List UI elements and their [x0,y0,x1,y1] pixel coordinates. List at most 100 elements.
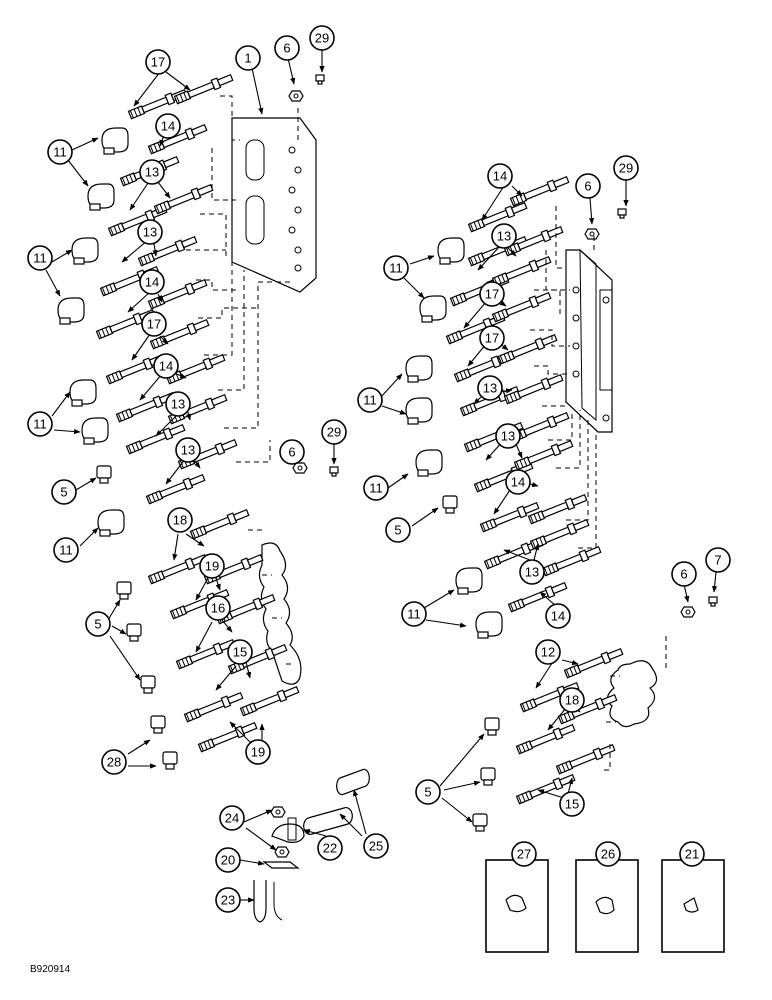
callouts: 17 1 6 29 14 11 13 13 11 14 17 14 11 13 … [27,25,731,913]
svg-text:13: 13 [145,165,159,180]
callout-12: 12 [535,639,561,665]
callout-11: 11 [53,537,79,563]
svg-text:13: 13 [483,381,497,396]
svg-text:19: 19 [251,745,265,760]
callout-14: 14 [545,603,571,629]
callout-11: 11 [357,387,383,413]
callout-23: 23 [215,887,241,913]
svg-text:29: 29 [327,425,341,440]
callout-21: 21 [679,841,705,867]
svg-text:11: 11 [363,393,377,408]
svg-text:13: 13 [501,429,515,444]
callout-17: 17 [479,325,505,351]
callout-17: 17 [479,281,505,307]
callout-29: 29 [613,155,639,181]
svg-text:19: 19 [205,559,219,574]
callout-15: 15 [227,639,253,665]
callout-13: 13 [175,437,201,463]
svg-text:13: 13 [181,443,195,458]
svg-text:15: 15 [565,797,579,812]
callout-19: 19 [245,739,271,765]
svg-text:11: 11 [33,417,47,432]
callout-14: 14 [487,163,513,189]
callout-1: 1 [235,45,261,71]
svg-text:7: 7 [714,553,721,568]
callout-14: 14 [139,269,165,295]
svg-text:6: 6 [288,445,295,460]
bracket-right [565,248,613,433]
svg-text:22: 22 [323,841,337,856]
svg-text:27: 27 [517,847,531,862]
callout-18: 18 [559,687,585,713]
drawing-number: B920914 [30,964,70,975]
svg-text:5: 5 [424,785,431,800]
callout-14: 14 [505,469,531,495]
right-assembly [405,174,718,832]
svg-text:17: 17 [485,331,499,346]
callout-17: 17 [145,49,171,75]
callout-11: 11 [363,475,389,501]
callout-29: 29 [309,25,335,51]
callout-13: 13 [165,391,191,417]
callout-18: 18 [167,507,193,533]
callout-11: 11 [401,601,427,627]
svg-text:14: 14 [511,475,525,490]
svg-text:26: 26 [601,847,615,862]
svg-text:14: 14 [161,119,175,134]
svg-text:6: 6 [680,567,687,582]
callout-6: 6 [575,173,601,199]
svg-text:11: 11 [59,543,73,558]
svg-text:14: 14 [493,169,507,184]
svg-text:15: 15 [233,645,247,660]
callout-22: 22 [317,835,343,861]
left-assembly [57,72,339,770]
callout-11: 11 [383,255,409,281]
callout-13: 13 [491,223,517,249]
svg-text:17: 17 [151,55,165,70]
svg-text:16: 16 [211,601,225,616]
callout-5: 5 [385,517,411,543]
callout-5: 5 [85,611,111,637]
callout-6: 6 [279,439,305,465]
callout-11: 11 [47,139,73,165]
callout-16: 16 [205,595,231,621]
svg-text:1: 1 [244,51,251,66]
elbows-left [57,127,129,537]
svg-text:29: 29 [315,31,329,46]
svg-text:21: 21 [685,847,699,862]
callout-27: 27 [511,841,537,867]
svg-text:25: 25 [369,839,383,854]
callout-20: 20 [215,847,241,873]
loose-parts [253,768,370,923]
svg-text:11: 11 [53,145,67,160]
callout-14: 14 [153,353,179,379]
svg-text:13: 13 [143,225,157,240]
callout-17: 17 [141,311,167,337]
svg-text:5: 5 [394,523,401,538]
svg-text:5: 5 [94,617,101,632]
svg-text:14: 14 [551,609,565,624]
svg-text:24: 24 [225,811,239,826]
svg-text:11: 11 [369,481,383,496]
assembly-paths-right [530,206,667,771]
svg-text:14: 14 [159,359,173,374]
plate-right [606,660,658,728]
svg-text:20: 20 [221,853,235,868]
callout-6: 6 [671,561,697,587]
callout-6: 6 [274,35,300,61]
svg-text:13: 13 [525,565,539,580]
callout-28: 28 [101,749,127,775]
svg-text:5: 5 [60,485,67,500]
svg-text:14: 14 [145,275,159,290]
inset-boxes [485,859,725,953]
callout-13: 13 [137,219,163,245]
svg-text:11: 11 [389,261,403,276]
assembly-paths-left [186,95,299,665]
svg-text:13: 13 [171,397,185,412]
callout-7: 7 [705,547,731,573]
svg-text:11: 11 [407,607,421,622]
callout-5: 5 [51,479,77,505]
callout-14: 14 [155,113,181,139]
svg-text:28: 28 [107,755,121,770]
svg-text:11: 11 [33,251,47,266]
